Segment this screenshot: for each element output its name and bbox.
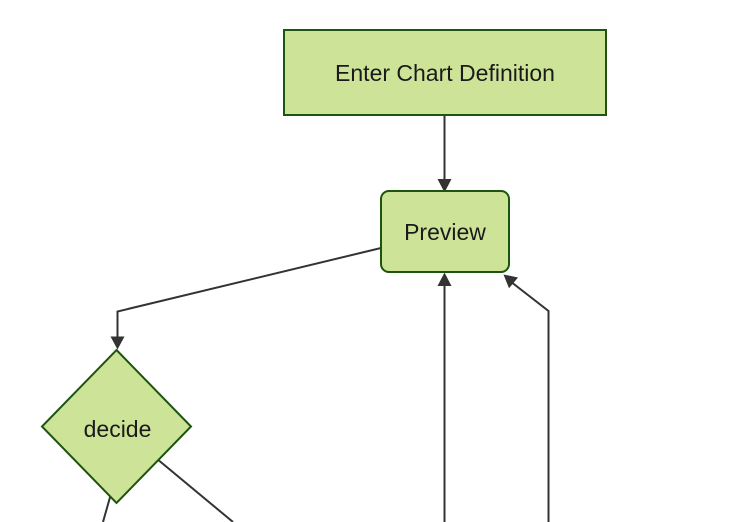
- node-preview: Preview: [380, 190, 510, 273]
- node-label: decide: [84, 416, 152, 442]
- edge-layer: [102, 115, 550, 522]
- node-enter-chart-definition: Enter Chart Definition: [283, 29, 607, 116]
- arrowhead-into-preview-bottom: [437, 272, 452, 286]
- arrowhead-into-preview-top: [437, 179, 452, 193]
- arrowhead-into-decide-top: [110, 336, 125, 350]
- edge-decide-exit-bottom: [102, 495, 112, 522]
- node-decide: decide: [40, 348, 193, 505]
- arrowhead-into-preview-corner: [503, 274, 518, 289]
- node-label: Preview: [404, 219, 486, 245]
- node-label: Enter Chart Definition: [335, 60, 555, 86]
- edge-bottomright-to-preview: [511, 282, 550, 522]
- preview-box: [380, 190, 510, 273]
- enter-chart-definition-box: [283, 29, 607, 116]
- edge-decide-exit-right: [155, 457, 234, 522]
- decide-diamond: [40, 348, 193, 505]
- edge-preview-to-decide: [116, 247, 382, 337]
